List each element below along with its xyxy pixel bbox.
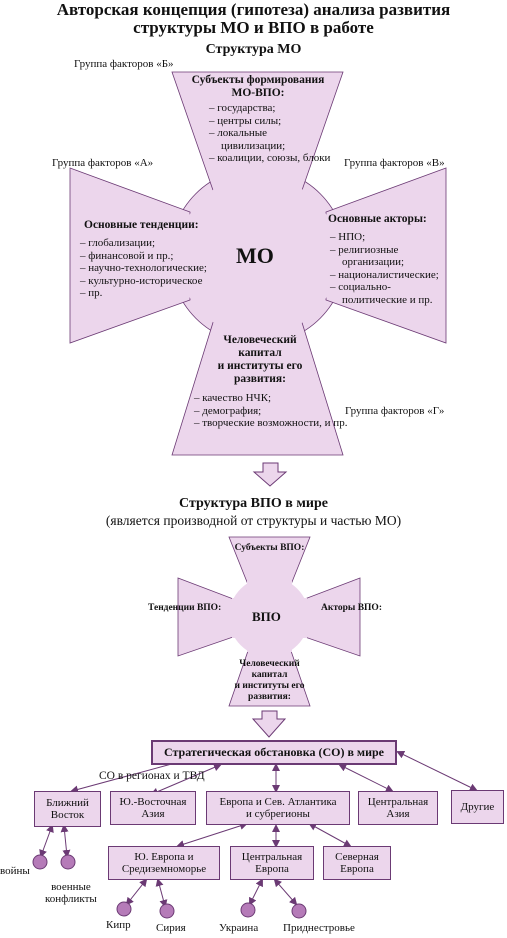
vpo-actors-label: Акторы ВПО: <box>321 603 382 613</box>
mo-center-label: МО <box>236 243 274 268</box>
mo-subjects-block: Субъекты формирования МО-ВПО: государств… <box>175 74 341 165</box>
so-regions-label: СО в регионах и ТВД <box>99 770 205 782</box>
vpo-human-capital-label: Человеческий капитал и институты его раз… <box>234 659 305 702</box>
node-transnistria <box>291 903 307 919</box>
mo-human-capital-block: Человеческий капитал и институты его раз… <box>180 334 347 430</box>
title-line-1: Авторская концепция (гипотеза) анализа р… <box>56 0 451 19</box>
title-line-2: структуры МО и ВПО в работе <box>133 18 374 37</box>
list-item: НПО; <box>330 231 448 244</box>
mo-trends-heading: Основные тенденции: <box>84 219 199 231</box>
mo-actors-block: Основные акторы: НПО; религиозные органи… <box>326 213 448 306</box>
factor-group-g: Группа факторов «Г» <box>345 405 445 417</box>
vpo-subjects-label: Субъекты ВПО: <box>234 543 305 553</box>
list-item: качество НЧК; <box>194 392 340 405</box>
mo-subjects-heading: Субъекты формирования МО-ВПО: <box>191 74 325 99</box>
page-title: Авторская концепция (гипотеза) анализа р… <box>0 1 507 37</box>
vpo-trends-label: Тенденции ВПО: <box>148 603 222 613</box>
vpo-center-label: ВПО <box>252 609 281 624</box>
vpo-subheading: (является производной от структуры и час… <box>105 513 402 528</box>
factor-group-a: Группа факторов «А» <box>52 157 154 169</box>
mo-human-capital-heading: Человеческий капитал и институты его раз… <box>217 334 303 385</box>
list-item: локальные цивилизации; <box>209 127 311 152</box>
node-wars <box>32 854 48 870</box>
node-conflicts <box>60 854 76 870</box>
region-other: Другие <box>451 790 504 824</box>
mo-trends-block: Основные тенденции: глобализации; финанс… <box>78 219 228 300</box>
list-item: глобализации; <box>80 237 228 250</box>
mo-trends-list: глобализации; финансовой и пр.; научно-т… <box>80 237 228 300</box>
leaf-cyprus-label: Кипр <box>106 919 131 931</box>
list-item: демография; <box>194 405 340 418</box>
list-item: творческие возможности, и пр. <box>194 417 356 430</box>
so-main-box: Стратегическая обстановка (СО) в мире <box>151 740 397 765</box>
leaf-wars-label: войны <box>0 865 30 877</box>
list-item: коалиции, союзы, блоки <box>209 152 331 165</box>
vpo-star-shape <box>177 536 361 707</box>
factor-group-b: Группа факторов «Б» <box>74 58 174 70</box>
list-item: культурно-историческое <box>80 275 228 288</box>
down-arrow-1 <box>252 462 288 487</box>
list-item: научно-технологические; <box>80 262 228 275</box>
list-item: религиозные организации; <box>330 244 424 269</box>
node-cyprus <box>116 901 132 917</box>
leaf-transnistria-label: Приднестровье <box>283 922 355 934</box>
node-syria <box>159 903 175 919</box>
list-item: государства; <box>209 102 341 115</box>
mo-actors-list: НПО; религиозные организации; националис… <box>330 231 448 306</box>
list-item: социально-политические и пр. <box>330 281 446 306</box>
list-item: пр. <box>80 287 228 300</box>
list-item: финансовой и пр.; <box>80 250 228 263</box>
mo-actors-heading: Основные акторы: <box>328 213 427 225</box>
mo-subjects-list: государства; центры силы; локальные циви… <box>209 102 341 165</box>
vpo-heading: Структура ВПО в мире <box>179 496 328 511</box>
down-arrow-2 <box>251 710 287 738</box>
node-ukraine <box>240 902 256 918</box>
leaf-ukraine-label: Украина <box>219 922 259 934</box>
factor-group-v: Группа факторов «В» <box>344 157 445 169</box>
mo-human-capital-list: качество НЧК; демография; творческие воз… <box>194 392 347 430</box>
list-item: националистические; <box>330 269 448 282</box>
list-item: центры силы; <box>209 115 341 128</box>
mo-heading: Структура МО <box>205 42 302 57</box>
leaf-conflicts-label: военные конфликты <box>45 881 97 905</box>
leaf-syria-label: Сирия <box>156 922 186 934</box>
